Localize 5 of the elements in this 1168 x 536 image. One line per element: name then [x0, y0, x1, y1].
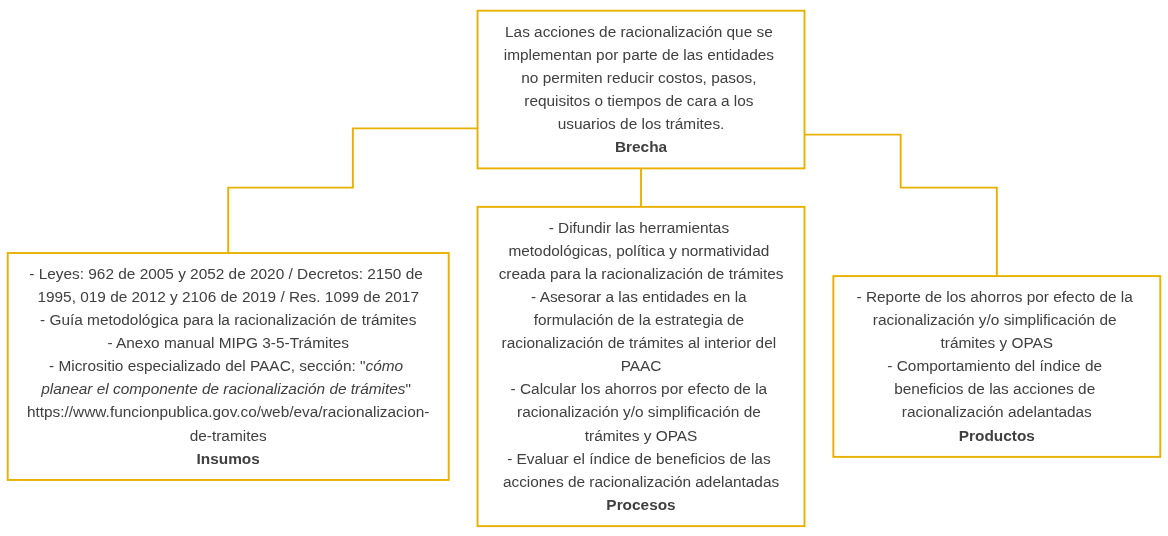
- node-box: - Leyes: 962 de 2005 y 2052 de 2020 / Decretos: 2150 de 1995, 019 de 2012 y 2106 de 2019 / Res. 1099 de 2017 - Guía metodológica para la racionalización de trámites - Anexo manual MIPG 3-5-Trámites - Micrositio especializado del PAAC, sección: "cómo planear el componente de racionalización de trámites" https://www.funcionpublica.gov.co/web/eva/racionalizacion-de-tramites Insumos: [6, 251, 450, 481]
- connector: [640, 167, 642, 208]
- node-box: Las acciones de racionalización que se implementan por parte de las entidades no permiten reducir costos, pasos, requisitos o tiempos de cara a los usuarios de los trámites. Brecha: [476, 9, 806, 169]
- node-box: - Difundir las herramientas metodológicas, política y normatividad creada para la racionalización de trámites - Asesorar a las entidades en la formulación de la estrategia de racionalización de trámites al interior del PAAC - Calcular los ahorros por efecto de la racionalización y/o simplificación de trámites y OPAS - Evaluar el índice de beneficios de las acciones de racionalización adelantadas Procesos: [476, 205, 806, 527]
- node-box: - Reporte de los ahorros por efecto de la racionalización y/o simplificación de trámites y OPAS - Comportamiento del índice de beneficios de las acciones de racionalización adelantadas Productos: [832, 274, 1162, 458]
